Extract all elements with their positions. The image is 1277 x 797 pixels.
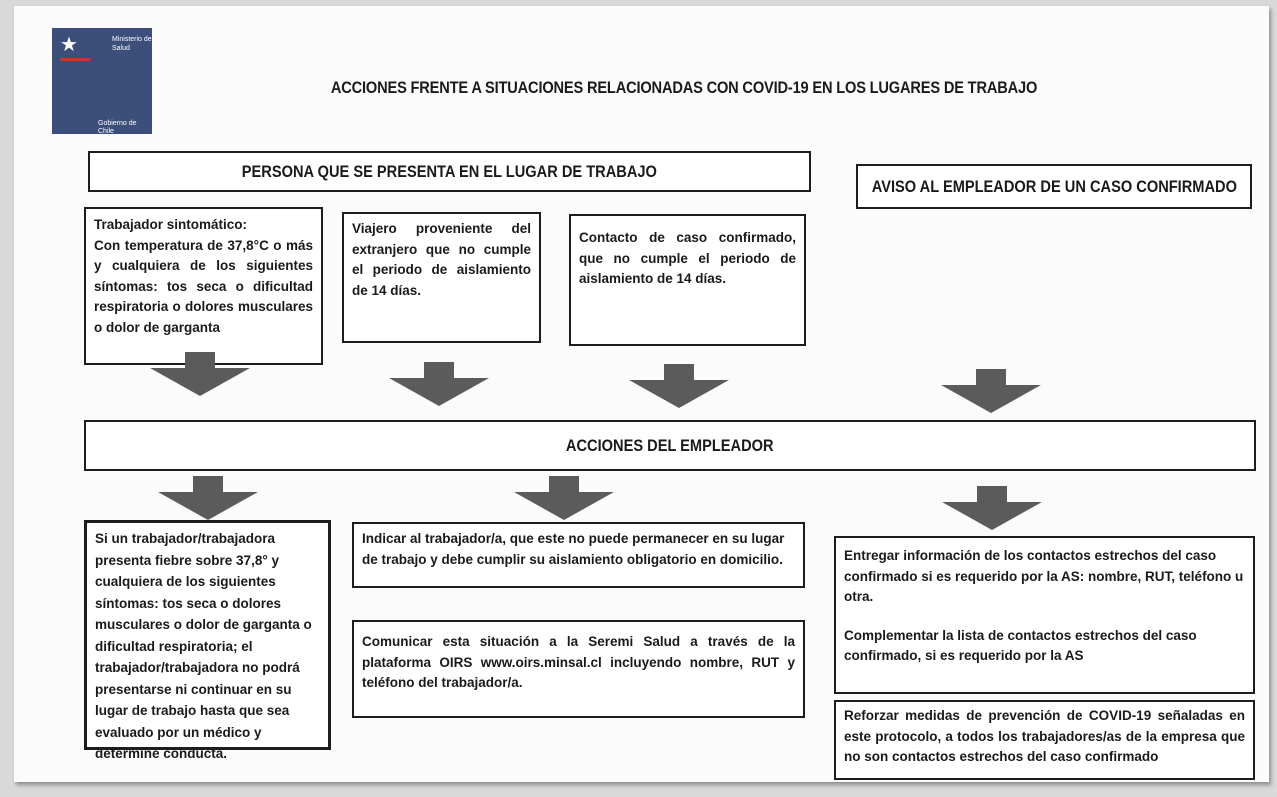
arrow-down-6 xyxy=(514,476,614,520)
action-reforzar-text: Reforzar medidas de prevención de COVID-… xyxy=(844,708,1245,764)
arrow-down-1 xyxy=(150,352,250,396)
logo-line-2: Salud xyxy=(112,45,130,52)
situation-contacto: Contacto de caso confirmado, que no cump… xyxy=(569,214,806,346)
action-entregar-text: Entregar información de los contactos es… xyxy=(844,548,1244,604)
logo-line-3: Gobierno de Chile xyxy=(98,120,137,135)
header-acciones: ACCIONES DEL EMPLEADOR xyxy=(84,420,1256,471)
action-sintomatico-text: Si un trabajador/trabajadora presenta fi… xyxy=(95,531,312,761)
situation-sintomatico-label: Trabajador sintomático: xyxy=(94,217,248,232)
spacer xyxy=(844,608,1245,626)
header-aviso: AVISO AL EMPLEADOR DE UN CASO CONFIRMADO xyxy=(856,164,1252,209)
arrow-down-2 xyxy=(389,362,489,406)
document-sheet: ★ Ministerio de Salud Gobierno de Chile … xyxy=(14,6,1269,782)
situation-sintomatico: Trabajador sintomático: Con temperatura … xyxy=(84,207,323,365)
action-comunicar: Comunicar esta situación a la Seremi Sal… xyxy=(352,620,805,718)
flag-stripe xyxy=(60,58,90,61)
logo-line-1: Ministerio de xyxy=(112,36,152,43)
arrow-down-3 xyxy=(629,364,729,408)
header-acciones-label: ACCIONES DEL EMPLEADOR xyxy=(566,435,774,455)
action-complementar-text: Complementar la lista de contactos estre… xyxy=(844,627,1197,664)
header-aviso-label: AVISO AL EMPLEADOR DE UN CASO CONFIRMADO xyxy=(871,176,1237,196)
header-persona-label: PERSONA QUE SE PRESENTA EN EL LUGAR DE T… xyxy=(241,161,658,181)
action-entregar: Entregar información de los contactos es… xyxy=(834,536,1255,694)
arrow-down-7 xyxy=(942,486,1042,530)
action-sintomatico: Si un trabajador/trabajadora presenta fi… xyxy=(84,520,331,761)
situation-sintomatico-text: Con temperatura de 37,8°C o más y cualqu… xyxy=(94,237,313,335)
action-indicar: Indicar al trabajador/a, que este no pue… xyxy=(352,522,805,588)
arrow-down-5 xyxy=(158,476,258,520)
arrow-down-4 xyxy=(941,369,1041,413)
star-icon: ★ xyxy=(60,34,78,56)
page-title: ACCIONES FRENTE A SITUACIONES RELACIONAD… xyxy=(330,78,1038,97)
action-reforzar: Reforzar medidas de prevención de COVID-… xyxy=(834,700,1255,780)
situation-viajero: Viajero proveniente del extranjero que n… xyxy=(342,212,541,343)
action-indicar-text: Indicar al trabajador/a, que este no pue… xyxy=(362,531,785,567)
ministerio-salud-logo: ★ Ministerio de Salud Gobierno de Chile xyxy=(52,28,152,135)
situation-viajero-text: Viajero proveniente del extranjero que n… xyxy=(352,221,531,298)
header-persona: PERSONA QUE SE PRESENTA EN EL LUGAR DE T… xyxy=(88,151,811,192)
situation-contacto-text: Contacto de caso confirmado, que no cump… xyxy=(579,230,796,286)
action-comunicar-text: Comunicar esta situación a la Seremi Sal… xyxy=(362,634,795,690)
